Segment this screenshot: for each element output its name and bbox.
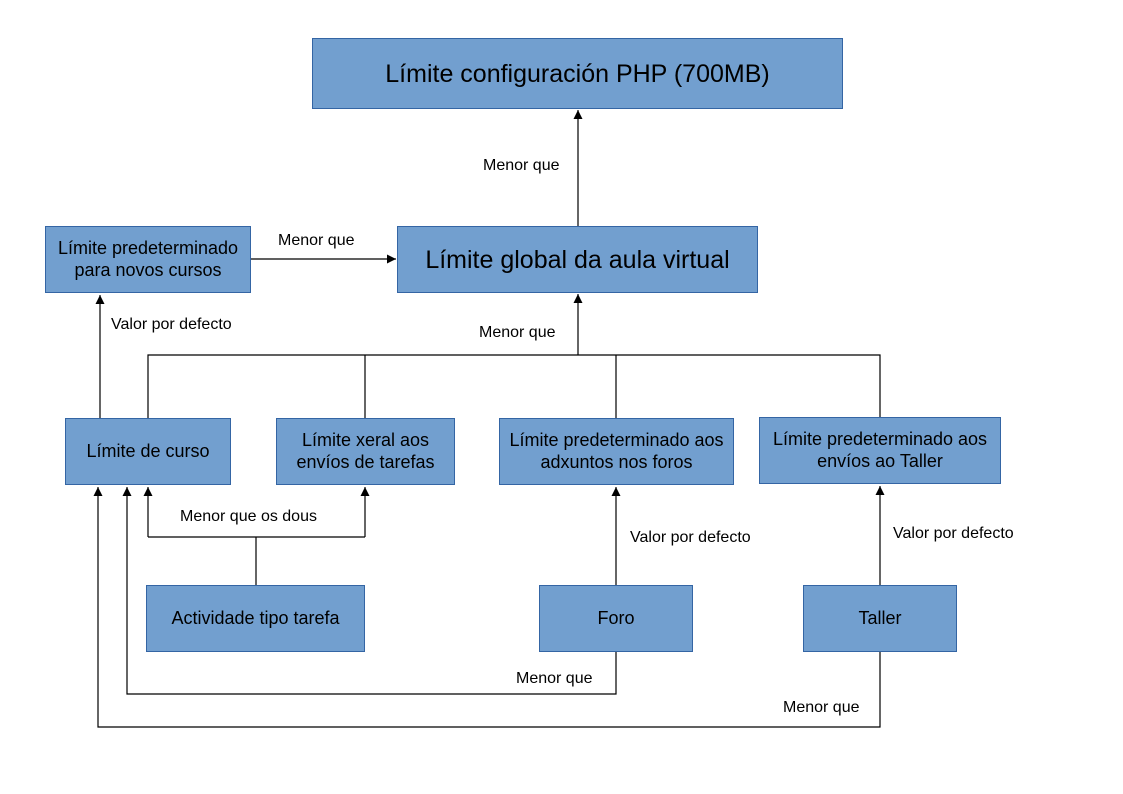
label-course-to-default: Valor por defecto bbox=[111, 316, 232, 333]
node-assignment-activity: Actividade tipo tarefa bbox=[146, 585, 365, 652]
node-default-new-courses: Límite predeterminado para novos cursos bbox=[45, 226, 251, 293]
node-workshop: Taller bbox=[803, 585, 957, 652]
node-php-limit: Límite configuración PHP (700MB) bbox=[312, 38, 843, 109]
label-group-to-global: Menor que bbox=[479, 324, 556, 341]
label-workshop-to-course: Menor que bbox=[783, 699, 860, 716]
label-forum-to-course: Menor que bbox=[516, 670, 593, 687]
node-course-limit: Límite de curso bbox=[65, 418, 231, 485]
label-workshop-to-workshop-default: Valor por defecto bbox=[893, 525, 1014, 542]
edge-forum-to-course bbox=[122, 487, 617, 695]
label-forum-to-forum-default: Valor por defecto bbox=[630, 529, 751, 546]
node-general-assignments: Límite xeral aos envíos de tarefas bbox=[276, 418, 455, 485]
edge-workshop-to-course bbox=[93, 487, 881, 728]
label-default-to-global: Menor que bbox=[278, 232, 355, 249]
node-workshop-default: Límite predeterminado aos envíos ao Tall… bbox=[759, 417, 1001, 484]
node-forum: Foro bbox=[539, 585, 693, 652]
edge-group-bus bbox=[147, 354, 881, 418]
node-forum-default: Límite predeterminado aos adxuntos nos f… bbox=[499, 418, 734, 485]
label-global-to-php: Menor que bbox=[483, 157, 560, 174]
label-assignment-to-both: Menor que os dous bbox=[180, 508, 317, 525]
node-global-limit: Límite global da aula virtual bbox=[397, 226, 758, 293]
